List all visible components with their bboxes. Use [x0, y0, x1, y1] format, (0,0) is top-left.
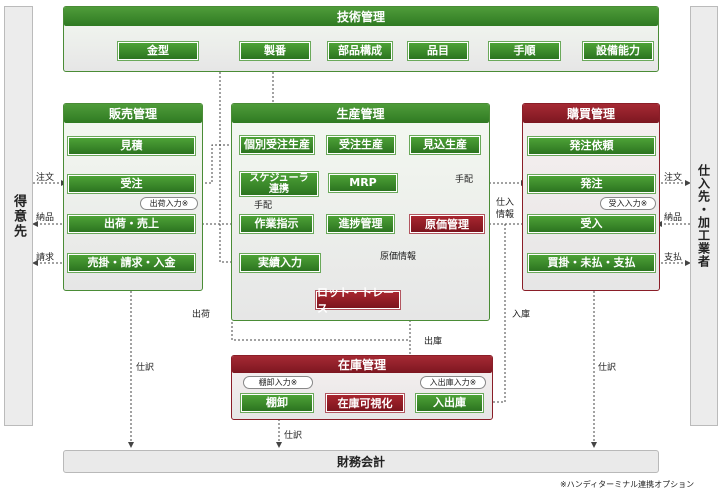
bom-box: 部品構成	[328, 42, 392, 60]
purchase-order-box: 発注	[528, 175, 655, 193]
shipment-sales-box: 出荷・売上	[68, 215, 195, 233]
item-box: 品目	[408, 42, 468, 60]
label-delivery-left: 納品	[36, 213, 55, 223]
make-to-order-box: 受注生産	[327, 136, 395, 154]
estimate-box: 見積	[68, 137, 195, 155]
mold-box: 金型	[118, 42, 198, 60]
individual-order-production-box: 個別受注生産	[240, 136, 314, 154]
label-warehousing: 入庫	[512, 310, 531, 320]
label-journal-right: 仕訳	[598, 363, 617, 373]
inventory-title: 在庫管理	[232, 356, 492, 373]
shipment-input-option: 出荷入力※	[140, 197, 198, 210]
sales-title: 販売管理	[64, 104, 202, 123]
label-payment: 支払	[664, 253, 683, 263]
make-to-stock-box: 見込生産	[410, 136, 480, 154]
customer-side-bar: 得意先	[4, 6, 33, 426]
label-arrange-small: 手配	[254, 201, 273, 211]
purchase-request-box: 発注依頼	[528, 137, 655, 155]
lot-trace-box: ロット・トレース	[316, 286, 400, 315]
label-journal-left: 仕訳	[136, 363, 155, 373]
equipment-capacity-box: 設備能力	[583, 42, 653, 60]
mrp-box: MRP	[329, 174, 397, 192]
label-order-left: 注文	[36, 173, 55, 183]
inout-input-option: 入出庫入力※	[420, 376, 486, 389]
in-out-box: 入出庫	[416, 394, 483, 412]
label-arrange-mid: 手配	[455, 175, 474, 185]
cost-management-box: 原価管理	[410, 215, 484, 233]
supplier-label: 仕入先・加工業者	[696, 164, 711, 268]
progress-management-box: 進捗管理	[327, 215, 394, 233]
label-invoice: 請求	[36, 253, 55, 263]
stocktake-box: 棚卸	[241, 394, 313, 412]
payables-box: 買掛・未払・支払	[528, 254, 655, 272]
customer-label: 得意先	[11, 193, 26, 239]
receivables-box: 売掛・請求・入金	[68, 254, 195, 272]
product-number-box: 製番	[240, 42, 310, 60]
receiving-input-option: 受入入力※	[600, 197, 656, 210]
engineering-title: 技術管理	[64, 7, 658, 26]
stocktake-input-option: 棚卸入力※	[243, 376, 313, 389]
inventory-visualization-box: 在庫可視化	[326, 394, 404, 412]
scheduler-link-box: スケジューラ 連携	[240, 172, 318, 196]
label-order-right: 注文	[664, 173, 683, 183]
footnote: ※ハンディターミナル連携オプション	[560, 480, 695, 489]
receiving-box: 受入	[528, 215, 655, 233]
label-shipping: 出荷	[192, 310, 211, 320]
work-order-box: 作業指示	[240, 215, 313, 233]
label-purchase-info: 仕入 情報	[496, 198, 515, 220]
procedure-box: 手順	[489, 42, 560, 60]
label-cost-info: 原価情報	[380, 252, 417, 262]
supplier-side-bar: 仕入先・加工業者	[690, 6, 718, 426]
label-issue: 出庫	[424, 337, 443, 347]
label-delivery-right: 納品	[664, 213, 683, 223]
financial-accounting-bar: 財務会計	[63, 450, 659, 473]
order-box: 受注	[68, 175, 195, 193]
result-entry-box: 実績入力	[240, 254, 320, 272]
purchasing-title: 購買管理	[523, 104, 659, 123]
production-title: 生産管理	[232, 104, 489, 123]
label-journal-center: 仕訳	[284, 431, 303, 441]
